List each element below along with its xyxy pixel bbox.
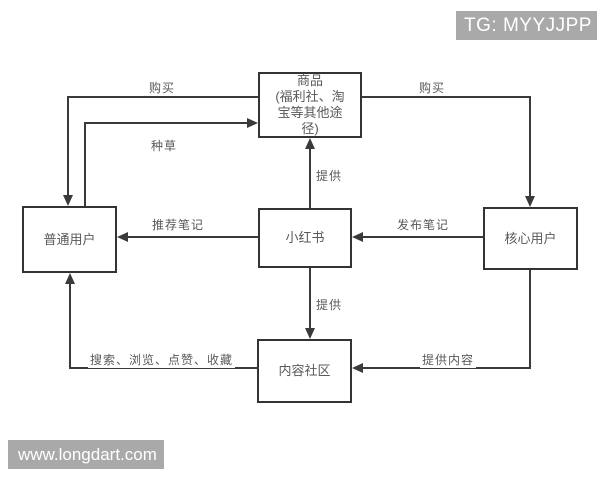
provide-content-arrowhead-icon — [352, 363, 363, 373]
edge-label-seed: 种草 — [130, 137, 198, 154]
seed-line-h — [84, 122, 248, 124]
edge-label-provide-down: 提供 — [314, 296, 345, 313]
seed-line-v — [84, 122, 86, 206]
buy-right-arrowhead-icon — [525, 196, 535, 207]
edge-label-user-actions: 搜索、浏览、点赞、收藏 — [88, 351, 236, 368]
edge-label-buy-right: 购买 — [398, 79, 466, 96]
edge-label-provide-up: 提供 — [314, 167, 345, 184]
edge-label-provide-content: 提供内容 — [420, 351, 477, 368]
edge-label-recommend-notes: 推荐笔记 — [150, 216, 207, 233]
user-actions-line-v — [69, 282, 71, 369]
buy-right-line-h — [361, 96, 531, 98]
buy-left-arrowhead-icon — [63, 195, 73, 206]
seed-arrowhead-icon — [247, 118, 258, 128]
provide-up-arrowhead-icon — [305, 138, 315, 149]
user-actions-arrowhead-icon — [65, 273, 75, 284]
xiaohongshu-node: 小红书 — [258, 208, 352, 268]
publish-notes-line-h — [361, 236, 483, 238]
publish-notes-arrowhead-icon — [352, 232, 363, 242]
telegram-watermark: TG: MYYJJPP — [456, 11, 597, 40]
content-community-node: 内容社区 — [257, 339, 352, 403]
buy-left-line-v — [67, 96, 69, 196]
product-node: 商品 (福利社、淘 宝等其他途 径) — [258, 72, 362, 138]
website-watermark: www.longdart.com — [8, 440, 164, 469]
provide-content-line-h — [361, 367, 531, 369]
recommend-notes-line-h — [126, 236, 258, 238]
ordinary-user-node: 普通用户 — [22, 206, 117, 273]
provide-down-arrowhead-icon — [305, 328, 315, 339]
buy-left-line-h — [67, 96, 258, 98]
edge-label-buy-left: 购买 — [128, 79, 196, 96]
provide-down-line-v — [309, 268, 311, 330]
provide-content-line-v — [529, 270, 531, 369]
recommend-notes-arrowhead-icon — [117, 232, 128, 242]
provide-up-line-v — [309, 147, 311, 208]
core-user-node: 核心用户 — [483, 207, 578, 270]
user-actions-line-h — [69, 367, 258, 369]
edge-label-publish-notes: 发布笔记 — [395, 216, 452, 233]
buy-right-line-v — [529, 96, 531, 197]
